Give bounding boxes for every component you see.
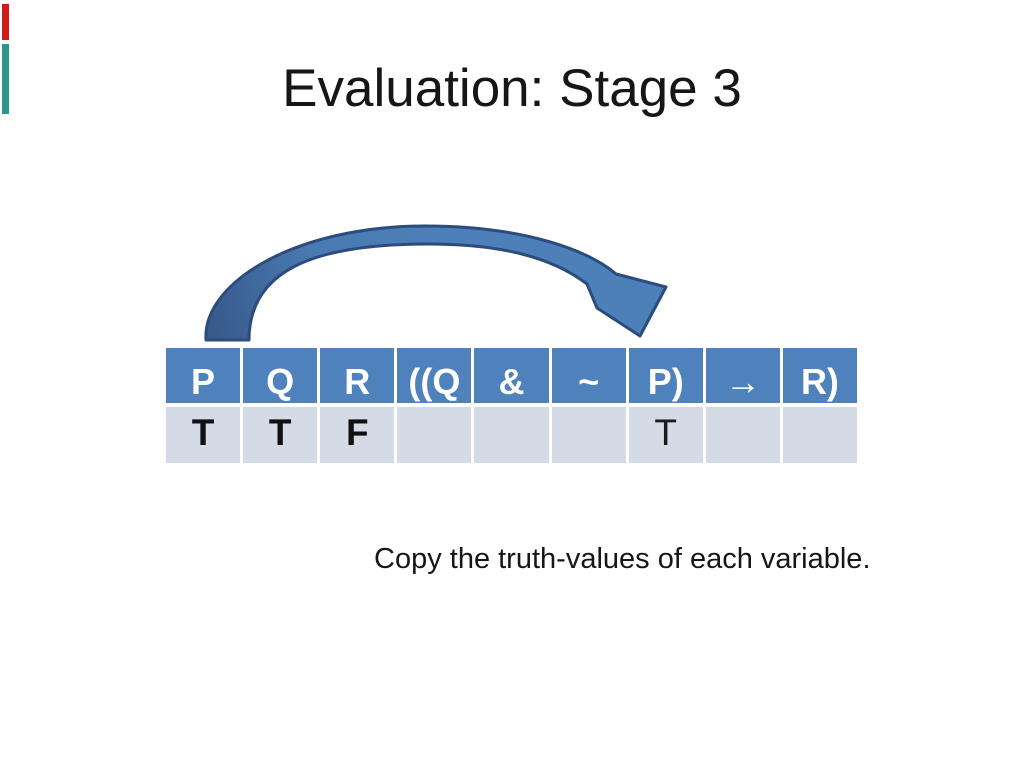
slide-title: Evaluation: Stage 3 [282,59,742,118]
header-cell-amp: & [474,348,549,403]
header-cell-open-q: ((Q [397,348,472,403]
header-cell-r-close: R) [782,348,857,403]
header-cell-arrow: → [705,348,780,403]
value-cell-p: T [166,407,241,463]
value-cell-r-close [782,407,857,463]
value-cell-amp [474,407,549,463]
teal-accent-bar [2,44,9,114]
value-cell-open-q [397,407,472,463]
header-cell-tilde: ~ [551,348,626,403]
value-cell-p-close-copied: T [628,407,703,463]
value-cell-q: T [243,407,318,463]
slide-caption: Copy the truth-values of each variable. [374,543,871,575]
header-cell-p: P [166,348,241,403]
red-accent-bar [2,4,9,40]
value-cell-tilde [551,407,626,463]
header-cell-q: Q [243,348,318,403]
header-cell-r: R [320,348,395,403]
truth-table: P Q R ((Q & ~ P) → R) T T F T [166,348,857,463]
header-cell-p-close: P) [628,348,703,403]
value-cell-r: F [320,407,395,463]
value-cell-arrow [705,407,780,463]
